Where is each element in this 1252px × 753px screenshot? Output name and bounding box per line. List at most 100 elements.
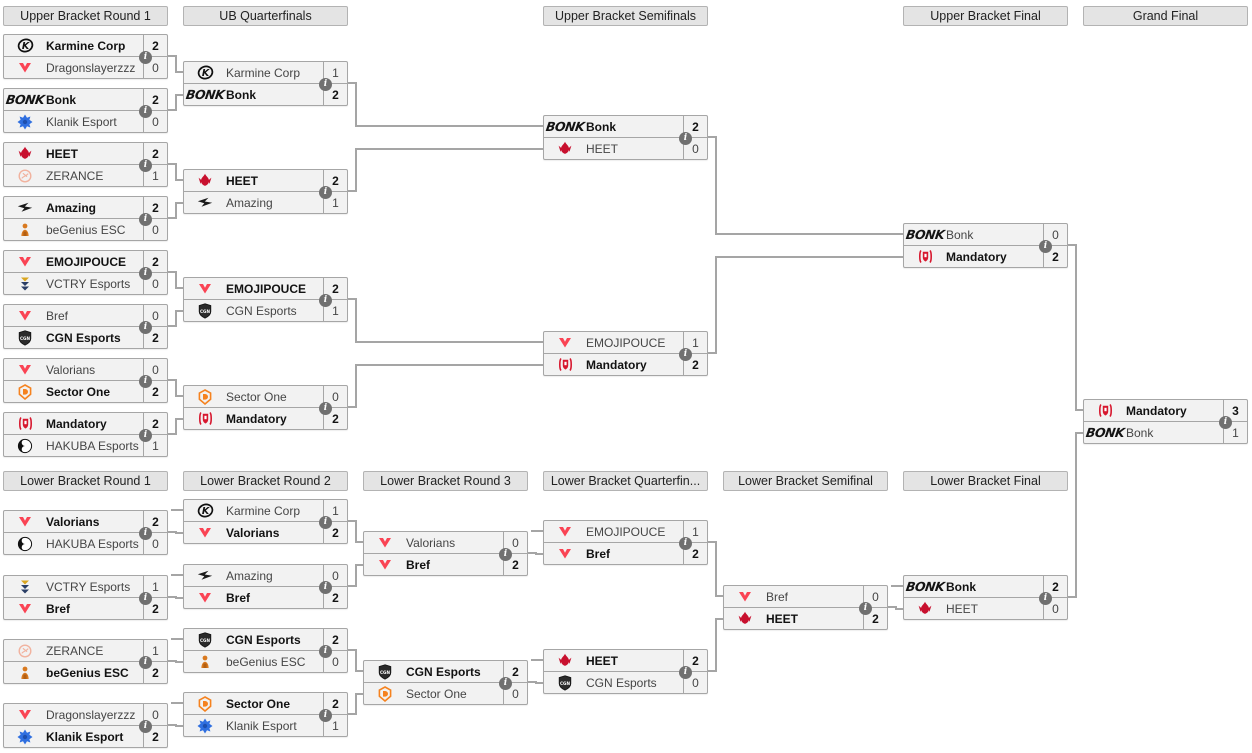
team-row[interactable]: CGN CGN Esports 0 — [544, 671, 707, 693]
team-row[interactable]: Dragonslayerzzz 0 — [4, 704, 167, 725]
team-row[interactable]: Bref 2 — [544, 542, 707, 564]
match-info-icon[interactable] — [679, 132, 692, 145]
match-info-icon[interactable] — [139, 267, 152, 280]
team-row[interactable]: Dragonslayerzzz 0 — [4, 56, 167, 78]
match-info-icon[interactable] — [679, 537, 692, 550]
team-row[interactable]: HEET 2 — [724, 607, 887, 629]
team-row[interactable]: Valorians 2 — [4, 511, 167, 532]
team-row[interactable]: Sector One 2 — [184, 693, 347, 714]
match-info-icon[interactable] — [1039, 240, 1052, 253]
match-info-icon[interactable] — [319, 516, 332, 529]
match-info-icon[interactable] — [139, 159, 152, 172]
match-info-icon[interactable] — [139, 656, 152, 669]
team-row[interactable]: Bref 0 — [724, 586, 887, 607]
match-info-icon[interactable] — [1219, 416, 1232, 429]
match-info-icon[interactable] — [139, 321, 152, 334]
match-info-icon[interactable] — [139, 105, 152, 118]
team-row[interactable]: Klanik Esport 1 — [184, 714, 347, 736]
match-info-icon[interactable] — [139, 375, 152, 388]
match-info-icon[interactable] — [499, 677, 512, 690]
match-info-icon[interactable] — [139, 51, 152, 64]
team-row[interactable]: CGN CGN Esports 2 — [4, 326, 167, 348]
match-info-icon[interactable] — [139, 213, 152, 226]
team-row[interactable]: beGenius ESC 0 — [184, 650, 347, 672]
team-row[interactable]: Amazing 1 — [184, 191, 347, 213]
team-row[interactable]: Amazing 2 — [4, 197, 167, 218]
team-row[interactable]: HAKUBA Esports 0 — [4, 532, 167, 554]
team-row[interactable]: Mandatory 3 — [1084, 400, 1247, 421]
match-info-icon[interactable] — [859, 602, 872, 615]
match-info-icon[interactable] — [139, 429, 152, 442]
team-row[interactable]: HEET 0 — [544, 137, 707, 159]
team-score: 2 — [143, 662, 167, 683]
team-row[interactable]: BONK Bonk 2 — [904, 576, 1067, 597]
team-row[interactable]: Amazing 0 — [184, 565, 347, 586]
match: BONK Bonk 2 HEET 0 — [543, 115, 708, 160]
team-row[interactable]: CGN CGN Esports 2 — [364, 661, 527, 682]
team-row[interactable]: beGenius ESC 0 — [4, 218, 167, 240]
team-row[interactable]: ZERANCE 1 — [4, 640, 167, 661]
team-row[interactable]: CGN CGN Esports 1 — [184, 299, 347, 321]
team-name: Bref — [586, 546, 611, 561]
match-info-icon[interactable] — [319, 186, 332, 199]
team-row[interactable]: BONK Bonk 2 — [184, 83, 347, 105]
team-row[interactable]: VCTRY Esports 0 — [4, 272, 167, 294]
match-info-icon[interactable] — [679, 666, 692, 679]
team-row[interactable]: Klanik Esport 0 — [4, 110, 167, 132]
team-row[interactable]: Bref 2 — [4, 597, 167, 619]
team-row[interactable]: BONK Bonk 0 — [904, 224, 1067, 245]
match-info-icon[interactable] — [499, 548, 512, 561]
team-row[interactable]: EMOJIPOUCE 1 — [544, 332, 707, 353]
team-row[interactable]: Bref 2 — [184, 586, 347, 608]
team-name: Dragonslayerzzz — [46, 60, 136, 75]
team-row[interactable]: Sector One 0 — [364, 682, 527, 704]
match-info-icon[interactable] — [319, 402, 332, 415]
team-name: Bref — [46, 601, 71, 616]
connector-segment — [176, 179, 183, 181]
team-row[interactable]: HEET 2 — [544, 650, 707, 671]
team-row[interactable]: HAKUBA Esports 1 — [4, 434, 167, 456]
team-row[interactable]: K Karmine Corp 1 — [184, 500, 347, 521]
team-score: 2 — [683, 116, 707, 137]
match-info-icon[interactable] — [319, 581, 332, 594]
team-row[interactable]: K Karmine Corp 2 — [4, 35, 167, 56]
team-row[interactable]: VCTRY Esports 1 — [4, 576, 167, 597]
team-row[interactable]: Valorians 0 — [4, 359, 167, 380]
team-row[interactable]: Valorians 0 — [364, 532, 527, 553]
team-row[interactable]: BONK Bonk 2 — [4, 89, 167, 110]
team-row[interactable]: Mandatory 2 — [544, 353, 707, 375]
match-info-icon[interactable] — [319, 709, 332, 722]
match-info-icon[interactable] — [679, 348, 692, 361]
match-info-icon[interactable] — [319, 645, 332, 658]
team-row[interactable]: Bref 2 — [364, 553, 527, 575]
connector-segment — [176, 310, 183, 312]
team-row[interactable]: EMOJIPOUCE 2 — [184, 278, 347, 299]
team-row[interactable]: Valorians 2 — [184, 521, 347, 543]
team-row[interactable]: beGenius ESC 2 — [4, 661, 167, 683]
team-row[interactable]: EMOJIPOUCE 2 — [4, 251, 167, 272]
team-row[interactable]: EMOJIPOUCE 1 — [544, 521, 707, 542]
match-info-icon[interactable] — [319, 294, 332, 307]
team-row[interactable]: K Karmine Corp 1 — [184, 62, 347, 83]
team-row[interactable]: Mandatory 2 — [184, 407, 347, 429]
match: Amazing 2 beGenius ESC 0 — [3, 196, 168, 241]
team-row[interactable]: Klanik Esport 2 — [4, 725, 167, 747]
team-row[interactable]: BONK Bonk 2 — [544, 116, 707, 137]
team-row[interactable]: Sector One 2 — [4, 380, 167, 402]
team-row[interactable]: ZERANCE 1 — [4, 164, 167, 186]
team-row[interactable]: HEET 2 — [184, 170, 347, 191]
match-info-icon[interactable] — [139, 720, 152, 733]
match-info-icon[interactable] — [139, 527, 152, 540]
team-row[interactable]: BONK Bonk 1 — [1084, 421, 1247, 443]
match-info-icon[interactable] — [139, 592, 152, 605]
team-row[interactable]: Bref 0 — [4, 305, 167, 326]
team-row[interactable]: CGN CGN Esports 2 — [184, 629, 347, 650]
team-row[interactable]: HEET 0 — [904, 597, 1067, 619]
team-row[interactable]: Mandatory 2 — [904, 245, 1067, 267]
team-row[interactable]: HEET 2 — [4, 143, 167, 164]
team-row[interactable]: Mandatory 2 — [4, 413, 167, 434]
match-info-icon[interactable] — [1039, 592, 1052, 605]
team-row[interactable]: Sector One 0 — [184, 386, 347, 407]
zerance-logo — [4, 643, 46, 659]
match-info-icon[interactable] — [319, 78, 332, 91]
